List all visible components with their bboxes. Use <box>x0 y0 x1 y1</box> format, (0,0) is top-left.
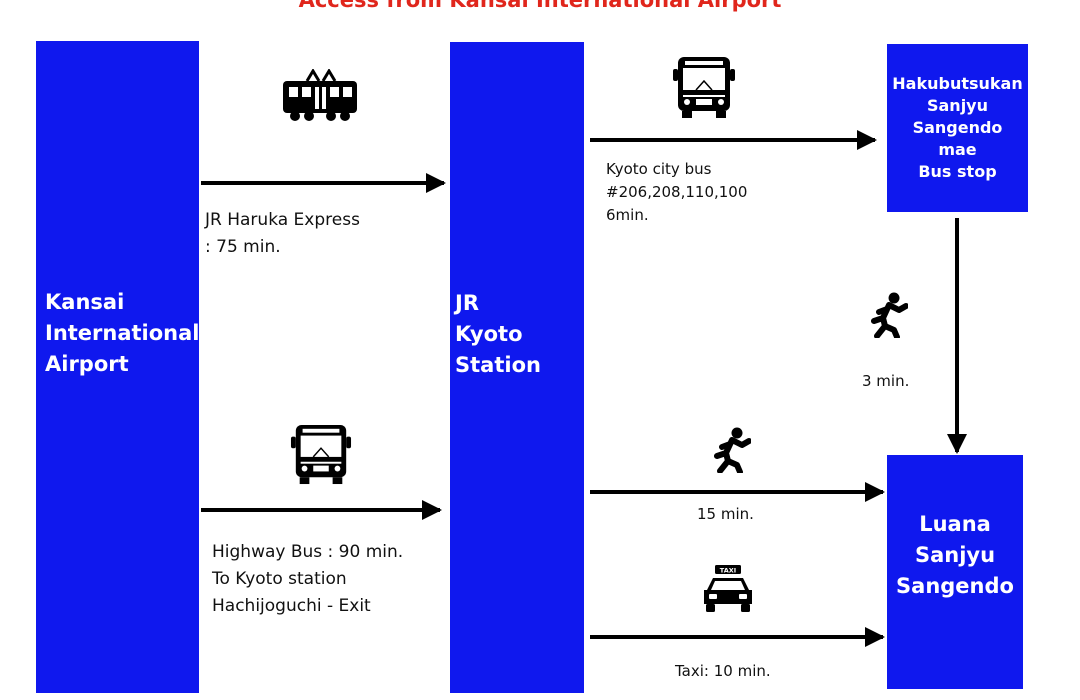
pedestrian-icon <box>714 427 751 473</box>
bus-stop-line-1: Hakubutsukan <box>892 74 1023 93</box>
train-route-line-1: JR Haruka Express <box>205 210 360 230</box>
highway-bus-label: Highway Bus : 90 min. To Kyoto station H… <box>212 539 403 620</box>
city-bus-label: Kyoto city bus #206,208,110,100 6min. <box>606 158 747 227</box>
bus-stop-box: Hakubutsukan Sanjyu Sangendo mae Bus sto… <box>887 44 1028 212</box>
highway-bus-line-1: Highway Bus : 90 min. <box>212 542 404 562</box>
kansai-airport-box: Kansai International Airport <box>36 41 200 693</box>
walk-from-stop-label: 3 min. <box>862 372 910 390</box>
kansai-airport-line-2: International <box>45 321 200 345</box>
bus-stop-line-5: Bus stop <box>918 162 997 181</box>
bus-stop-line-3: Sangendo <box>912 118 1003 137</box>
pedestrian-icon <box>871 292 908 338</box>
taxi-icon: TAXI <box>704 565 752 612</box>
train-icon <box>283 69 357 121</box>
destination-line-1: Luana <box>919 512 991 536</box>
kyoto-station-line-1: JR <box>455 291 479 315</box>
kansai-airport-line-1: Kansai <box>45 290 125 314</box>
kyoto-station-box: JR Kyoto Station <box>450 42 584 693</box>
destination-line-3: Sangendo <box>896 574 1014 598</box>
city-bus-line-1: Kyoto city bus <box>606 160 712 178</box>
highway-bus-line-2: To Kyoto station <box>212 569 347 589</box>
bus-stop-line-2: Sanjyu <box>926 96 988 115</box>
bus-stop-line-4: mae <box>938 140 977 159</box>
walk-from-station-label: 15 min. <box>697 505 754 523</box>
kansai-airport-line-3: Airport <box>45 352 129 376</box>
taxi-sign-text: TAXI <box>720 567 736 575</box>
destination-line-2: Sanjyu <box>914 543 996 567</box>
train-route-line-2: : 75 min. <box>205 237 281 257</box>
city-bus-line-2: #206,208,110,100 <box>606 183 748 201</box>
city-bus-line-3: 6min. <box>606 206 649 224</box>
highway-bus-line-3: Hachijoguchi - Exit <box>212 596 371 616</box>
kyoto-station-line-2: Kyoto <box>455 322 523 346</box>
bus-icon <box>673 57 735 118</box>
kyoto-station-line-3: Station <box>455 353 541 377</box>
taxi-label: Taxi: 10 min. <box>675 662 771 680</box>
train-route-label: JR Haruka Express : 75 min. <box>205 207 360 261</box>
diagram-title: Access from Kansai International Airport <box>298 0 782 12</box>
destination-box: Luana Sanjyu Sangendo <box>887 455 1023 689</box>
bus-icon <box>290 424 352 485</box>
